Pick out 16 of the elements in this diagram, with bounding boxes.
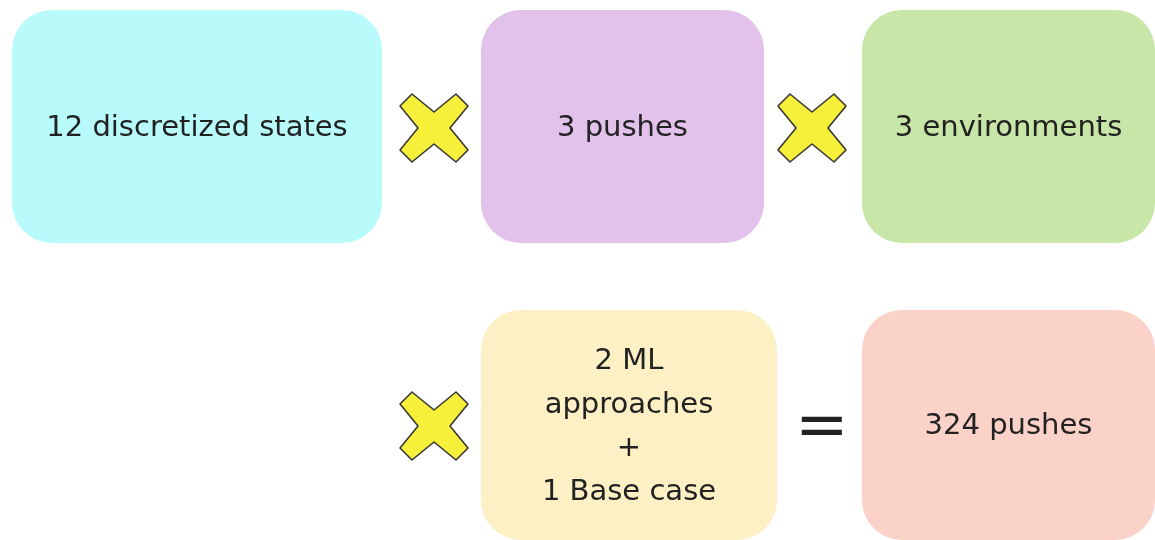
- rounded-box: [481, 10, 764, 243]
- box-text: 3 pushes: [556, 107, 689, 145]
- rounded-box: [862, 310, 1155, 540]
- rounded-box: [862, 10, 1155, 243]
- rounded-box: [481, 310, 777, 540]
- rounded-box: [12, 10, 382, 243]
- multiply-icon: [776, 92, 848, 164]
- box-text: 324 pushes: [923, 406, 1094, 444]
- box-text: 2 ML approaches: [543, 341, 715, 422]
- box-text: 3 environments: [893, 107, 1124, 145]
- box-text: 1 Base case: [540, 471, 718, 509]
- equals-sign: =: [795, 392, 849, 456]
- multiply-icon: [398, 92, 470, 164]
- box-text: 12 discretized states: [45, 107, 349, 145]
- multiply-icon: [398, 390, 470, 462]
- box-text: +: [615, 428, 643, 465]
